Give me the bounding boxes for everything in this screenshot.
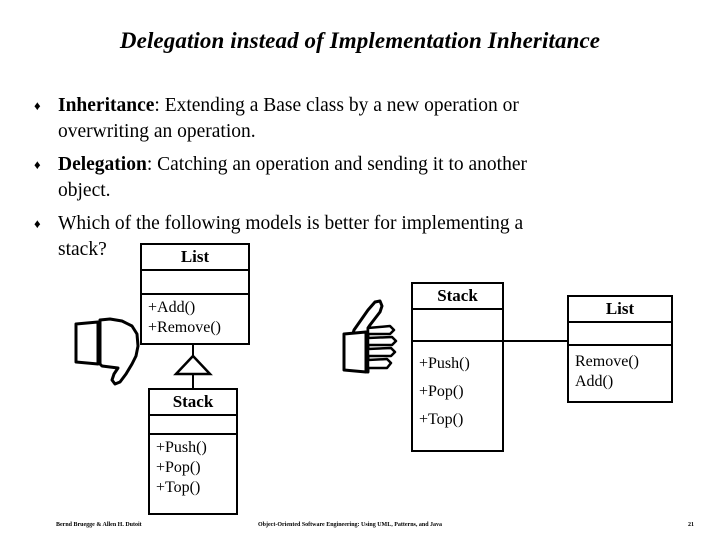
bullet-rest: : Catching an operation and sending it t… — [146, 154, 527, 175]
uml-attribute-compartment — [569, 323, 671, 346]
bullet-continuation: stack? — [58, 239, 107, 260]
uml-class-name: Stack — [413, 284, 502, 310]
thumbs-up-icon — [342, 299, 398, 374]
generalization-line-upper — [192, 345, 194, 357]
bullet-term: Delegation: Catching an operation and se… — [58, 154, 527, 175]
uml-operation: Add() — [575, 373, 614, 390]
uml-operation: +Top() — [156, 479, 201, 496]
uml-operation: +Push() — [419, 355, 470, 372]
bullet-continuation: overwriting an operation. — [58, 121, 256, 142]
uml-attribute-compartment — [413, 310, 502, 342]
list-item: ♦ Inheritance: Extending a Base class by… — [28, 93, 688, 145]
bullet-rest: : Extending a Base class by a new operat… — [154, 95, 519, 116]
uml-operation: +Remove() — [148, 319, 221, 336]
uml-operation: +Pop() — [156, 459, 201, 476]
bullet-list: ♦ Inheritance: Extending a Base class by… — [28, 93, 688, 270]
diamond-bullet-icon: ♦ — [34, 98, 41, 113]
uml-operation-compartment: +Push() +Pop() +Top() — [413, 342, 502, 437]
uml-operation: Remove() — [575, 353, 639, 370]
diamond-bullet-icon: ♦ — [34, 157, 41, 172]
footer-book-title: Object-Oriented Software Engineering: Us… — [258, 522, 443, 528]
uml-operation: +Push() — [156, 439, 207, 456]
list-item: ♦ Delegation: Catching an operation and … — [28, 152, 688, 204]
uml-class-stack-delegation: Stack +Push() +Pop() +Top() — [411, 282, 504, 452]
bullet-continuation: object. — [58, 180, 111, 201]
uml-operation-compartment: +Add() +Remove() — [142, 295, 248, 341]
bullet-term-label: Inheritance — [58, 95, 155, 116]
uml-class-name: Stack — [150, 390, 236, 416]
uml-operation: +Top() — [419, 411, 464, 428]
diamond-bullet-icon: ♦ — [34, 216, 41, 231]
uml-operation-compartment: Remove() Add() — [569, 346, 671, 395]
list-item: ♦ Which of the following models is bette… — [28, 211, 688, 263]
uml-operation: +Pop() — [419, 383, 464, 400]
uml-class-stack-inheritance: Stack +Push() +Pop() +Top() — [148, 388, 238, 515]
bullet-term-label: Delegation — [58, 154, 147, 175]
generalization-triangle-icon — [173, 354, 213, 376]
footer-authors: Bernd Bruegge & Allen H. Dutoit — [56, 522, 142, 528]
uml-attribute-compartment — [150, 416, 236, 435]
thumbs-down-icon — [74, 317, 140, 386]
association-line — [504, 340, 568, 342]
footer-page-number: 21 — [688, 522, 694, 528]
slide-footer: Bernd Bruegge & Allen H. Dutoit Object-O… — [0, 518, 720, 532]
bullet-term: Inheritance: Extending a Base class by a… — [58, 95, 519, 116]
generalization-line-lower — [192, 374, 194, 388]
uml-operation: +Add() — [148, 299, 196, 316]
bullet-term: Which of the following models is better … — [58, 213, 523, 234]
uml-operation-compartment: +Push() +Pop() +Top() — [150, 435, 236, 501]
bullet-rest: Which of the following models is better … — [58, 213, 524, 234]
uml-attribute-compartment — [142, 271, 248, 295]
uml-class-list-delegation: List Remove() Add() — [567, 295, 673, 403]
uml-class-name: List — [569, 297, 671, 323]
page-title: Delegation instead of Implementation Inh… — [119, 28, 601, 53]
